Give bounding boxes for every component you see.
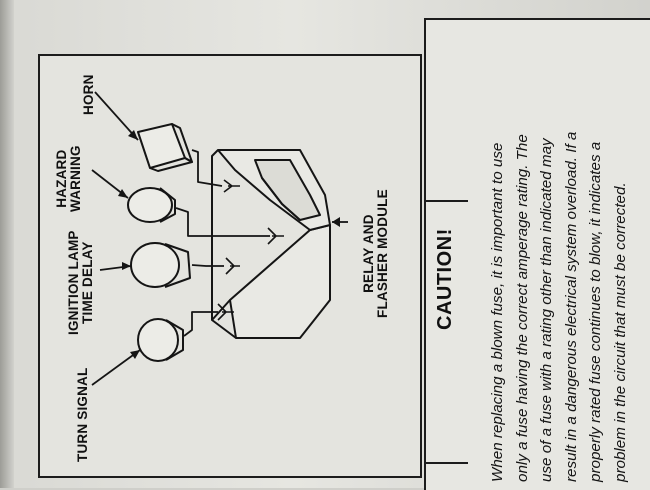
hazard-warning-label: HAZARD WARNING	[54, 145, 83, 212]
caution-box	[424, 18, 650, 490]
caution-title: CAUTION!	[434, 228, 456, 330]
caution-line: only a fuse having the correct amperage …	[513, 134, 531, 482]
caution-line: properly rated fuse continues to blow, i…	[587, 141, 604, 482]
relay-module-label: RELAY AND FLASHER MODULE	[361, 189, 390, 318]
ignition-delay-can	[130, 242, 180, 288]
turn-signal-can	[137, 318, 179, 362]
horn-label: HORN	[81, 74, 96, 115]
turn-signal-label: TURN SIGNAL	[75, 367, 90, 462]
page-fold-shadow	[0, 0, 14, 488]
caution-text: When replacing a blown fuse, it is impor…	[486, 12, 633, 482]
caution-title-bar	[424, 200, 468, 464]
caution-line: When replacing a blown fuse, it is impor…	[489, 142, 506, 482]
ignition-lamp-label: IGNITION LAMP TIME DELAY	[66, 230, 95, 335]
horn-body	[137, 123, 186, 169]
caution-line: problem in the circuit that must be corr…	[611, 182, 629, 482]
relay-module-body	[229, 224, 331, 339]
hazard-flasher-can	[127, 187, 173, 223]
caution-line: result in a dangerous electrical system …	[562, 131, 580, 482]
caution-line: use of a fuse with a rating other than i…	[538, 138, 555, 482]
